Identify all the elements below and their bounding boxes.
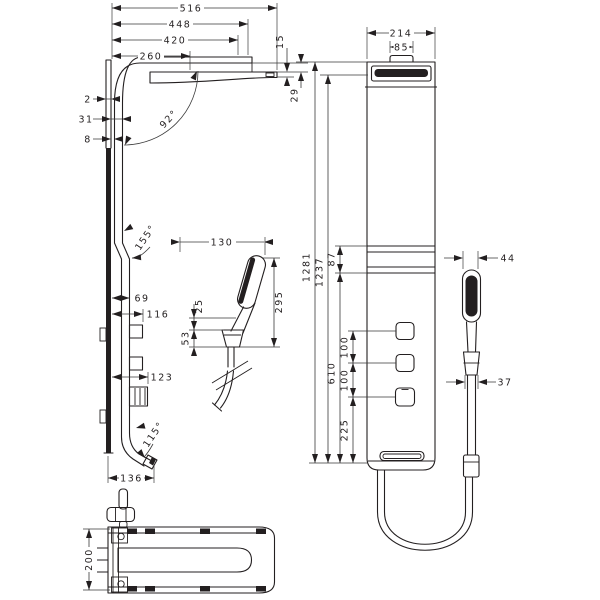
dim-label-200: 200 (84, 548, 95, 571)
dim-label-448: 448 (169, 20, 192, 31)
dim-label-123: 123 (151, 373, 174, 384)
handshower-detail-view (211, 255, 267, 412)
dim-label-2: 2 (84, 95, 92, 106)
dim-label-260: 260 (140, 52, 163, 63)
shelf-lines (367, 245, 435, 274)
plan-inner-recess (117, 547, 253, 573)
side-temp-handle (128, 386, 149, 407)
dim-label-15: 15 (275, 34, 286, 49)
control-knob-1 (395, 321, 415, 341)
dim-label-225: 225 (340, 419, 351, 442)
hose (376, 469, 386, 513)
dim-label-116: 116 (147, 310, 170, 321)
handshower-holder-front (462, 351, 481, 376)
panel-outline (366, 61, 436, 471)
top-tab (389, 54, 414, 63)
dim-label-136: 136 (120, 474, 143, 485)
angle-label-155: 155° (133, 223, 158, 253)
dim-label-85: 85 (394, 43, 409, 54)
dim-label-610: 610 (327, 362, 338, 385)
handshower-holder (221, 329, 245, 348)
dim-label-214: 214 (390, 28, 413, 39)
dim-label-8: 8 (84, 135, 92, 146)
dim-label-100-upper: 100 (340, 336, 351, 359)
spray-face (465, 275, 478, 317)
hose-nut (462, 454, 480, 478)
bottom-slot (379, 450, 425, 462)
angle-label-92: 92° (158, 108, 181, 131)
plan-bracket-top (111, 527, 128, 544)
dim-label-516: 516 (180, 4, 203, 15)
dimension-labels: 516 448 420 260 15 29 2 31 8 92° 155° 69… (78, 3, 515, 572)
handshower-head-side (236, 255, 267, 309)
dim-label-100-lower: 100 (340, 369, 351, 392)
angle-arc-92 (123, 70, 199, 146)
dim-label-420: 420 (164, 36, 187, 47)
angle-label-115: 115° (141, 420, 166, 450)
dim-label-1281: 1281 (302, 252, 313, 282)
plan-bracket-bottom (111, 576, 128, 593)
dim-label-1237: 1237 (315, 257, 326, 287)
dim-label-25: 25 (194, 298, 205, 313)
mount-tab-upper (99, 327, 107, 342)
dim-label-53: 53 (181, 330, 192, 345)
hose-break-lines (211, 360, 253, 391)
dim-label-29: 29 (290, 87, 301, 102)
valve-body (106, 506, 136, 523)
side-knob-2 (128, 356, 144, 371)
side-knob-1 (128, 324, 144, 339)
handshower-head-front (461, 269, 482, 323)
dim-label-130: 130 (211, 238, 234, 249)
dim-label-37: 37 (497, 378, 512, 389)
mount-tab-lower (99, 409, 107, 424)
overhead-shower-front (370, 65, 432, 82)
dim-label-87: 87 (327, 251, 338, 266)
control-knob-3 (394, 387, 416, 407)
side-view (99, 56, 278, 470)
dim-label-295: 295 (274, 291, 285, 314)
handshower-handle (466, 374, 477, 456)
valve-stem (118, 488, 129, 510)
front-view (365, 54, 482, 551)
plan-view (97, 488, 276, 594)
dim-label-31: 31 (78, 115, 93, 126)
dim-label-69: 69 (134, 294, 149, 305)
dim-label-44: 44 (500, 254, 515, 265)
plan-body (107, 526, 276, 594)
control-knob-2 (395, 353, 415, 373)
